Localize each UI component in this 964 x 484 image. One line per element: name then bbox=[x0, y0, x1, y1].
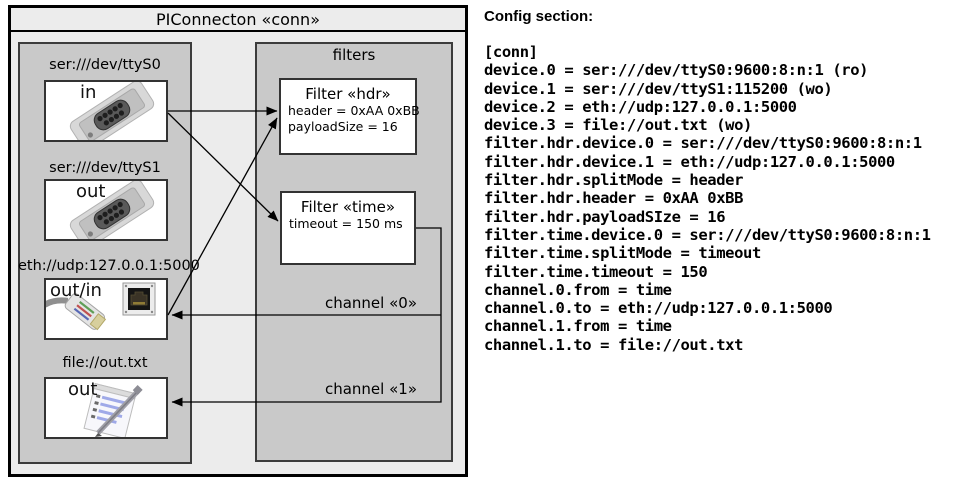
device-label-eth: eth://udp:127.0.0.1:5000 bbox=[18, 258, 200, 274]
device-port-label: out bbox=[68, 379, 98, 400]
config-line: filter.time.splitMode = timeout bbox=[484, 244, 761, 263]
config-line: [conn] bbox=[484, 43, 538, 61]
config-line: device.3 = file://out.txt (wo) bbox=[484, 116, 752, 135]
serial-connector-icon bbox=[69, 80, 155, 150]
device-label-file: file://out.txt bbox=[62, 355, 148, 371]
config-section-title: Config section: bbox=[484, 8, 594, 25]
filter-box-time: Filter «time» timeout = 150 ms bbox=[280, 191, 416, 265]
filter-title: Filter «hdr» bbox=[305, 85, 391, 103]
config-line: device.2 = eth://udp:127.0.0.1:5000 bbox=[484, 97, 797, 116]
diagram-title: PIConnecton «conn» bbox=[8, 5, 468, 32]
config-line: channel.1.from = time bbox=[484, 317, 672, 336]
filter-attribute: header = 0xAA 0xBB bbox=[288, 103, 420, 118]
channel-0-label: channel «0» bbox=[324, 294, 417, 312]
config-line: channel.1.to = file://out.txt bbox=[484, 335, 744, 354]
config-line: filter.hdr.splitMode = header bbox=[484, 171, 744, 190]
device-port-label: out bbox=[76, 181, 106, 202]
config-line: channel.0.to = eth://udp:127.0.0.1:5000 bbox=[484, 299, 833, 318]
filter-attribute: payloadSize = 16 bbox=[288, 119, 398, 134]
filter-box-hdr: Filter «hdr» header = 0xAA 0xBB payloadS… bbox=[279, 78, 420, 155]
filter-title: Filter «time» bbox=[300, 198, 396, 216]
config-line: device.0 = ser:///dev/ttyS0:9600:8:n:1 (… bbox=[484, 61, 869, 80]
device-box-eth: out/in bbox=[42, 278, 168, 340]
config-line: filter.hdr.device.0 = ser:///dev/ttyS0:9… bbox=[484, 134, 922, 153]
serial-connector-icon bbox=[69, 179, 155, 249]
config-line: filter.hdr.payloadSIze = 16 bbox=[484, 207, 726, 226]
device-label-ttys0: ser:///dev/ttyS0 bbox=[49, 57, 161, 73]
config-line: filter.time.timeout = 150 bbox=[484, 262, 708, 281]
config-line: filter.hdr.header = 0xAA 0xBB bbox=[484, 189, 744, 208]
device-box-ttys0: in bbox=[44, 80, 168, 150]
config-section-body: [conn] device.0 = ser:///dev/ttyS0:9600:… bbox=[484, 43, 962, 354]
device-port-label: out/in bbox=[50, 280, 102, 301]
ethernet-connector-icon bbox=[42, 282, 156, 331]
device-label-ttys1: ser:///dev/ttyS1 bbox=[49, 160, 161, 176]
channel-1-label: channel «1» bbox=[324, 380, 417, 398]
config-line: filter.time.device.0 = ser:///dev/ttyS0:… bbox=[484, 225, 931, 244]
filters-group-title: filters bbox=[332, 46, 376, 64]
config-line: filter.hdr.device.1 = eth://udp:127.0.0.… bbox=[484, 152, 895, 171]
config-line: channel.0.from = time bbox=[484, 280, 672, 299]
notepad-icon bbox=[83, 382, 143, 440]
config-line: device.1 = ser:///dev/ttyS1:115200 (wo) bbox=[484, 79, 833, 98]
filter-attribute: timeout = 150 ms bbox=[289, 216, 403, 231]
device-box-file: out bbox=[44, 377, 168, 440]
device-port-label: in bbox=[80, 82, 97, 103]
device-box-ttys1: out bbox=[44, 179, 168, 249]
